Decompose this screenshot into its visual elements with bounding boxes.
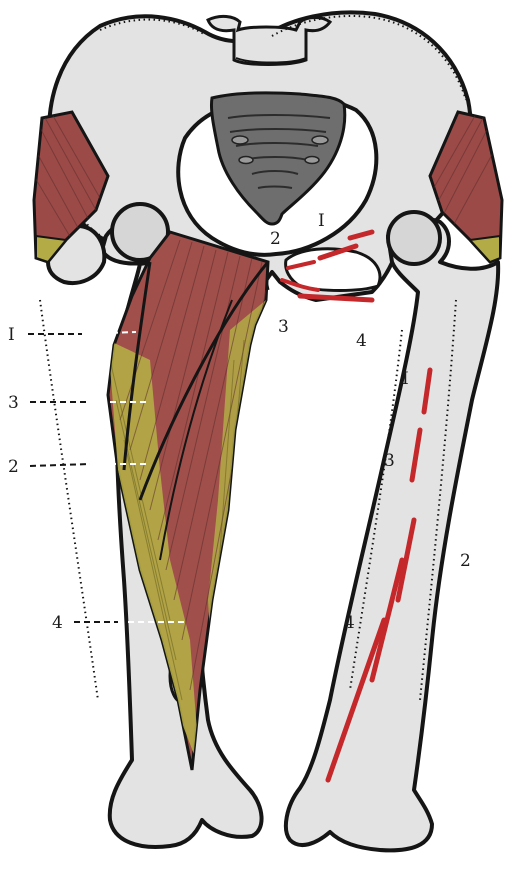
- label-right-1: I: [402, 369, 409, 389]
- right-femoral-head: [388, 212, 440, 264]
- label-left-4: 4: [52, 613, 63, 633]
- right-femur: [286, 212, 498, 850]
- label-pubis-2: 2: [270, 229, 281, 249]
- label-right-3: 3: [384, 451, 395, 471]
- label-right-2: 2: [460, 551, 471, 571]
- label-left-2: 2: [8, 457, 19, 477]
- label-left-3: 3: [8, 393, 19, 413]
- label-ischium-4: 4: [356, 331, 367, 351]
- label-pubis-3: 3: [278, 317, 289, 337]
- label-left-1: I: [8, 325, 15, 345]
- label-right-4: 4: [344, 613, 355, 633]
- label-pelvis-1: I: [318, 211, 325, 231]
